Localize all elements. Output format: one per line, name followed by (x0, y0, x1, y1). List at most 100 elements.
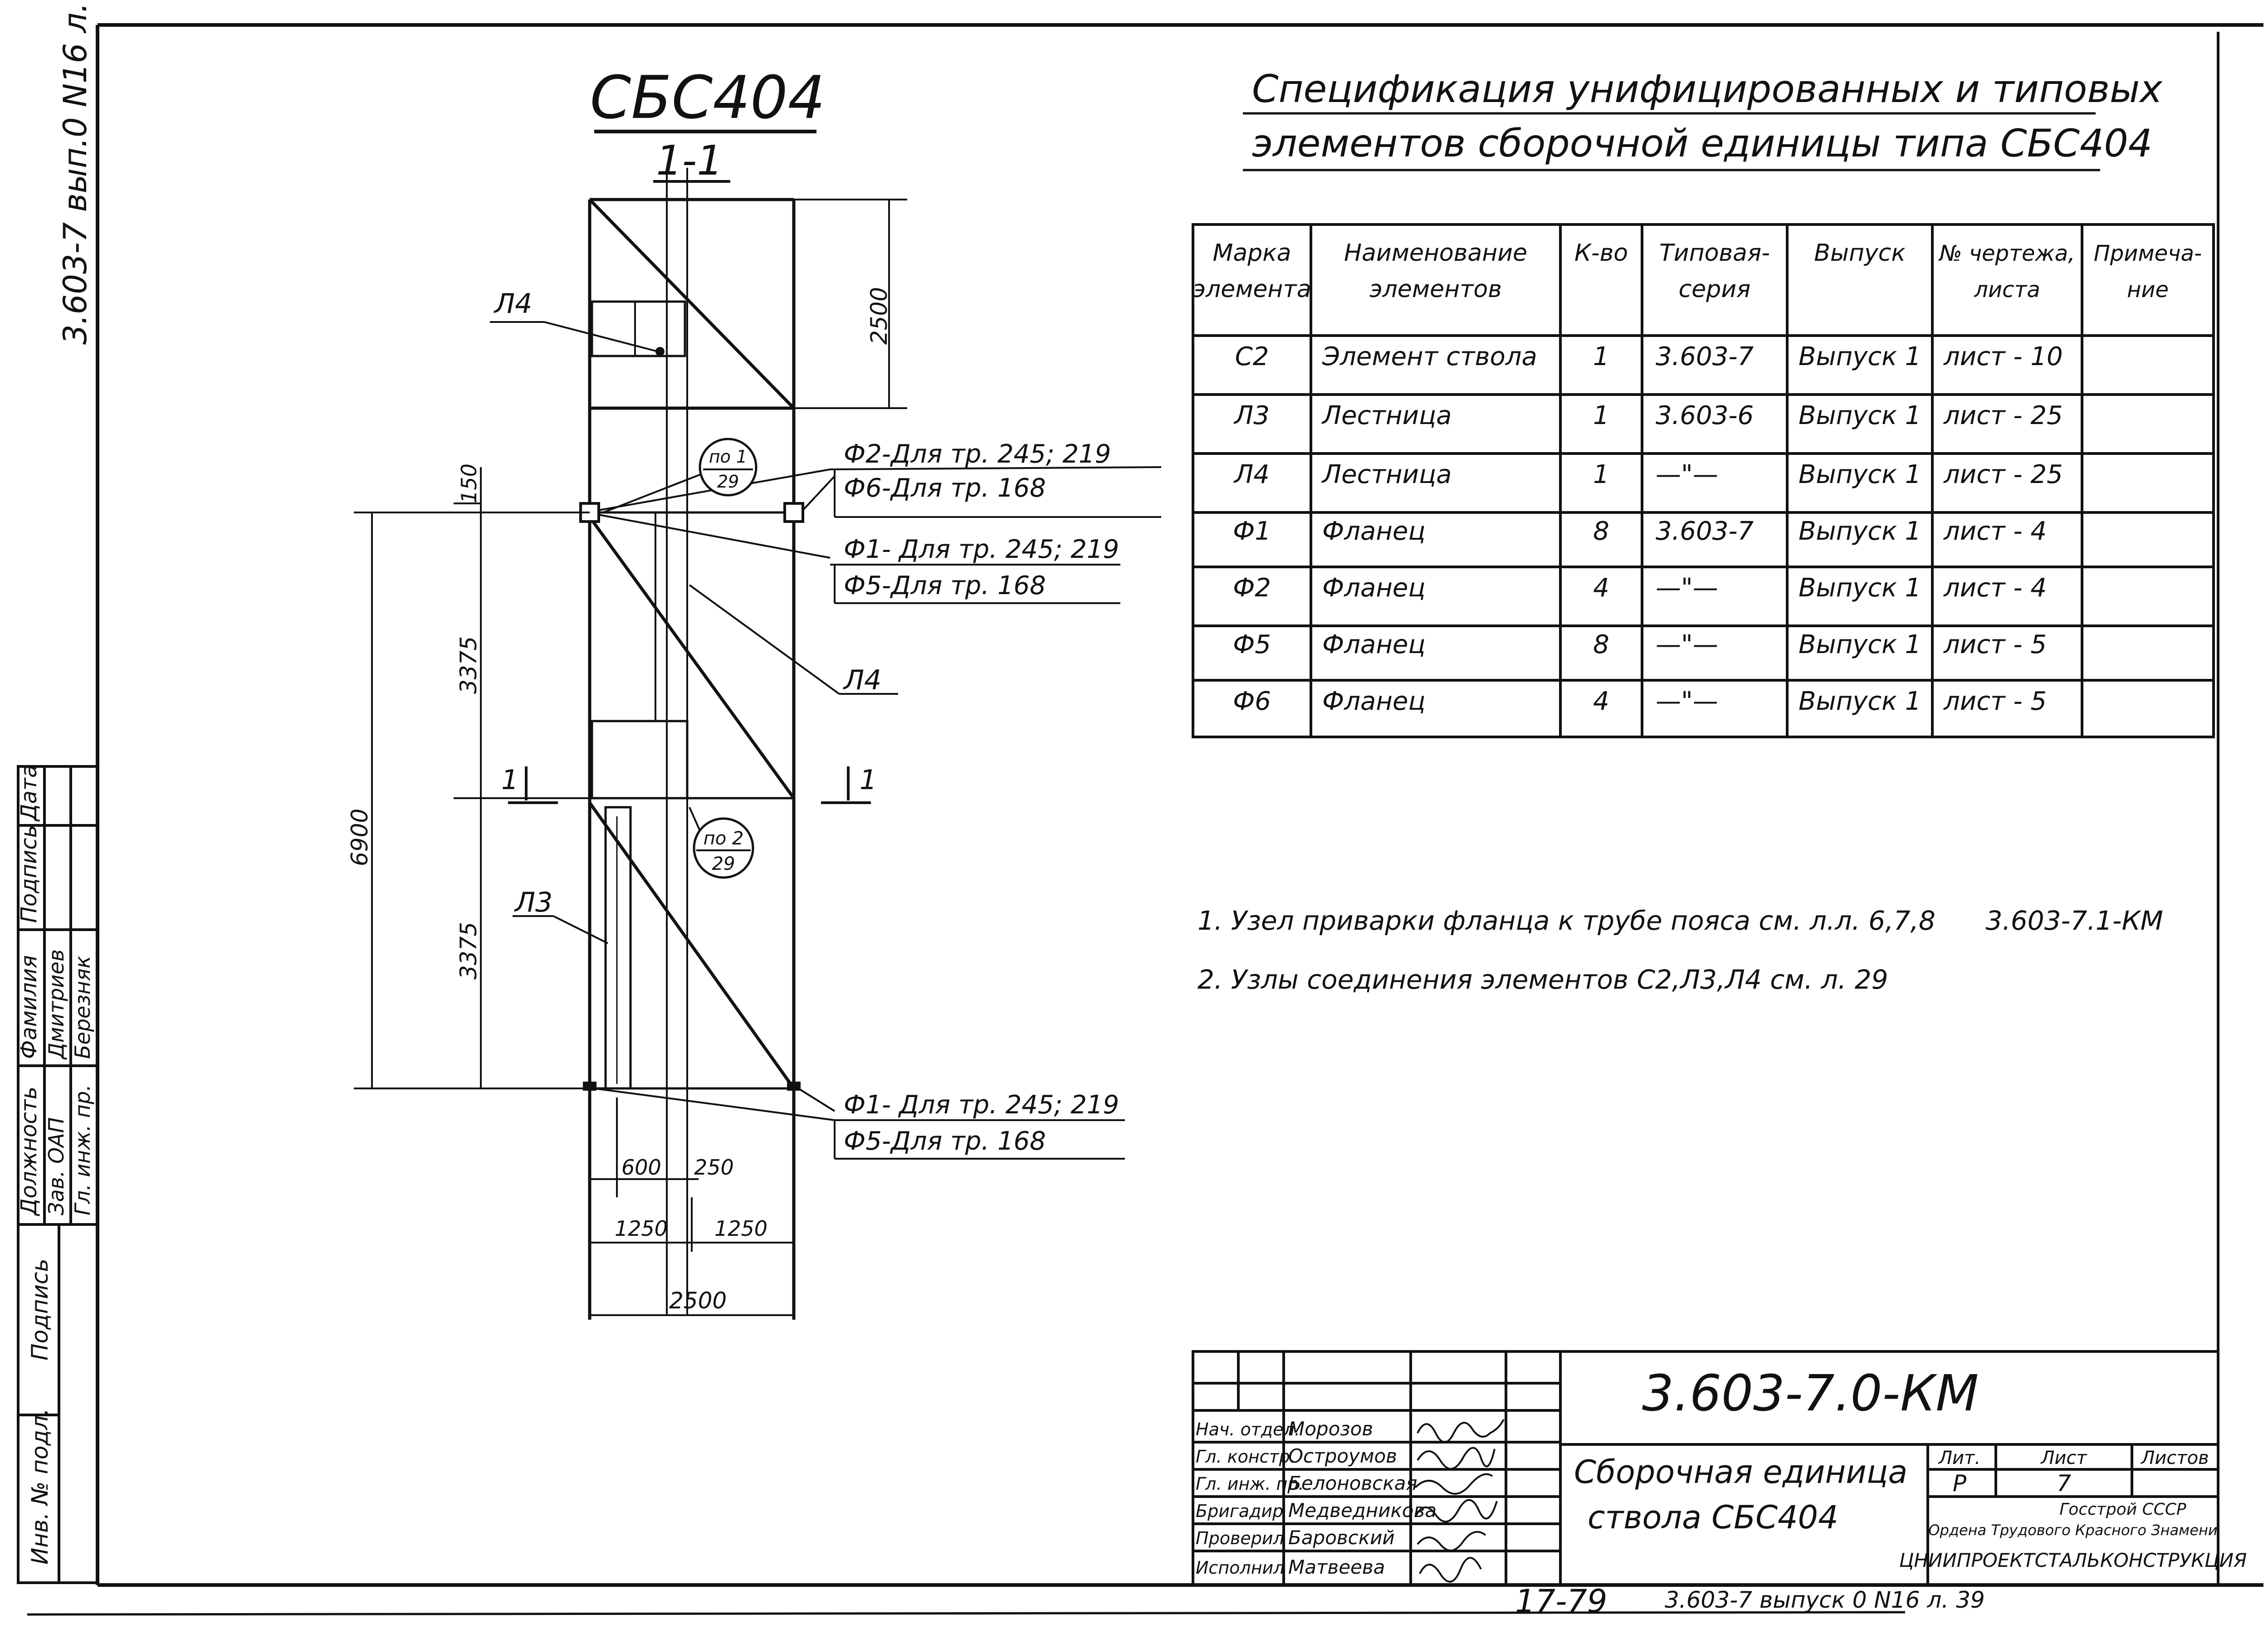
spec-cell: Ф2 (1233, 573, 1271, 603)
spec-cell: Выпуск 1 (1799, 573, 1921, 603)
stamp-position-2: Гл. инж. пр. (70, 1084, 95, 1215)
spec-cell: 3.603-7 (1656, 517, 1754, 546)
callout-l4-mid: Л4 (843, 664, 881, 696)
stamp-header-position: Должность (16, 1087, 42, 1216)
title-block-person: Медведникова (1288, 1499, 1437, 1522)
hdr-name-1: Наименование (1344, 239, 1527, 267)
spec-cell: Лестница (1321, 401, 1452, 430)
signatures (1414, 1419, 1505, 1583)
flange-bot-line1: Ф1- Для тр. 245; 219 (844, 1090, 1119, 1120)
left-stamp: Должность Фамилия Подпись Дата Зав. ОАП … (16, 765, 99, 1584)
drawing-title: СБС404 (590, 63, 826, 132)
spec-cell: 1 (1593, 460, 1609, 489)
spec-cell: 3.603-6 (1656, 401, 1754, 430)
spec-cell: Фланец (1322, 687, 1426, 716)
spec-cell: 1 (1593, 342, 1609, 371)
stamp-surname-2: Березняк (70, 956, 95, 1059)
stamp-header-signature: Подпись (16, 825, 42, 923)
spec-cell: 8 (1593, 630, 1609, 659)
stamp-surname-1: Дмитриев (44, 949, 68, 1060)
node-callout-2: по 2 29 (693, 817, 754, 879)
spec-cell: Выпуск 1 (1799, 517, 1921, 546)
spec-cell: лист - 4 (1943, 517, 2047, 546)
listov-header: Листов (2140, 1448, 2209, 1468)
spec-cell: Ф1 (1233, 517, 1271, 546)
spec-cell: —"— (1656, 687, 1718, 716)
spec-cell: 8 (1593, 517, 1609, 546)
spec-cell: лист - 25 (1943, 401, 2063, 430)
stamp-header-surname: Фамилия (16, 955, 42, 1059)
spec-cell: Выпуск 1 (1799, 630, 1921, 659)
spec-cell: лист - 25 (1943, 460, 2063, 489)
callout-l3: Л3 (514, 887, 552, 918)
title-block-role: Гл. инж. пр. (1196, 1474, 1304, 1494)
org-line-3: ЦНИИПРОЕКТСТАЛЬКОНСТРУКЦИЯ (1899, 1549, 2247, 1571)
assembly-name-2: ствола СБС404 (1588, 1499, 1838, 1536)
spec-cell: лист - 5 (1943, 687, 2047, 716)
drawing-code: 3.603-7.0-КМ (1642, 1364, 1979, 1422)
stamp-position-1: Зав. ОАП (44, 1117, 68, 1215)
callout-leaders (490, 321, 1162, 1160)
spec-cell: 1 (1593, 401, 1609, 430)
spec-cell: Фланец (1322, 573, 1426, 603)
section-cut-marks (508, 766, 871, 804)
title-block-person: Морозов (1288, 1418, 1373, 1440)
lit-value: Р (1953, 1470, 1967, 1497)
lit-header: Лит. (1938, 1448, 1980, 1468)
stamp-inv: Инв. № подл. (27, 1408, 53, 1565)
spec-title-line2: элементов сборочной единицы типа СБС404 (1252, 121, 2152, 166)
list-value: 7 (2057, 1470, 2071, 1497)
title-block-grid (1192, 1350, 2219, 1586)
cut-mark-right: 1 (860, 764, 877, 796)
spec-cell: —"— (1656, 630, 1718, 659)
hdr-name-2: элементов (1369, 276, 1502, 303)
hdr-note-2: ние (2127, 277, 2169, 302)
org-line-2: Ордена Трудового Красного Знамени (1928, 1522, 2217, 1539)
spec-cell: Л4 (1233, 460, 1270, 489)
spec-cell: —"— (1656, 573, 1718, 603)
footer-note: 3.603-7 выпуск 0 N16 л. 39 (1665, 1587, 1985, 1613)
title-block-role: Гл. констр. (1196, 1447, 1295, 1467)
spec-cell: лист - 4 (1943, 573, 2047, 603)
title-block-role: Нач. отдел. (1196, 1419, 1300, 1439)
callout-l4-top: Л4 (494, 288, 532, 320)
assembly-name-1: Сборочная единица (1574, 1453, 1907, 1491)
dim-2500-top: 2500 (866, 287, 892, 345)
hdr-sheet-1: № чертежа, (1938, 241, 2075, 266)
title-block-person: Белоновская (1288, 1472, 1418, 1494)
stamp-podpis: Подпись (27, 1258, 53, 1361)
dim-250: 250 (694, 1155, 734, 1180)
spec-cell: Выпуск 1 (1799, 687, 1921, 716)
hdr-qty: К-во (1574, 239, 1628, 267)
spec-cell: Выпуск 1 (1799, 460, 1921, 489)
title-block-person: Матвеева (1288, 1556, 1385, 1578)
footer-number: 17-79 (1515, 1583, 1607, 1620)
dim-3375-lower: 3375 (455, 922, 482, 980)
dim-600: 600 (621, 1155, 661, 1180)
flange-bot-line2: Ф5-Для тр. 168 (844, 1127, 1046, 1156)
hdr-note-1: Примеча- (2094, 241, 2202, 266)
title-block-person: Баровский (1288, 1527, 1395, 1549)
note-1: 1. Узел приварки фланца к трубе пояса см… (1198, 905, 2163, 936)
spec-cell: Ф5 (1233, 630, 1271, 659)
vertical-dimensions (354, 199, 907, 1089)
hdr-sheet-2: листа (1974, 277, 2040, 302)
spec-cell: лист - 10 (1943, 342, 2063, 371)
stamp-header-date: Дата (16, 765, 42, 822)
title-block-role: Исполнил (1196, 1558, 1285, 1578)
hdr-series-1: Типовая- (1659, 239, 1770, 267)
title-block-person: Остроумов (1288, 1445, 1397, 1467)
spec-cell: 4 (1593, 573, 1609, 603)
spec-cell: Ф6 (1233, 687, 1271, 716)
spec-cell: лист - 5 (1943, 630, 2047, 659)
list-header: Лист (2040, 1448, 2087, 1468)
title-block-role: Бригадир (1196, 1501, 1283, 1521)
spec-cell: 3.603-7 (1656, 342, 1754, 371)
spec-cell: Л3 (1233, 401, 1270, 430)
hdr-series-2: серия (1679, 276, 1751, 303)
title-block-role: Проверил (1196, 1528, 1284, 1548)
org-line-1: Госстрой СССР (2059, 1500, 2186, 1519)
spec-cell: 4 (1593, 687, 1609, 716)
flange-mid-line2: Ф5-Для тр. 168 (844, 571, 1046, 600)
